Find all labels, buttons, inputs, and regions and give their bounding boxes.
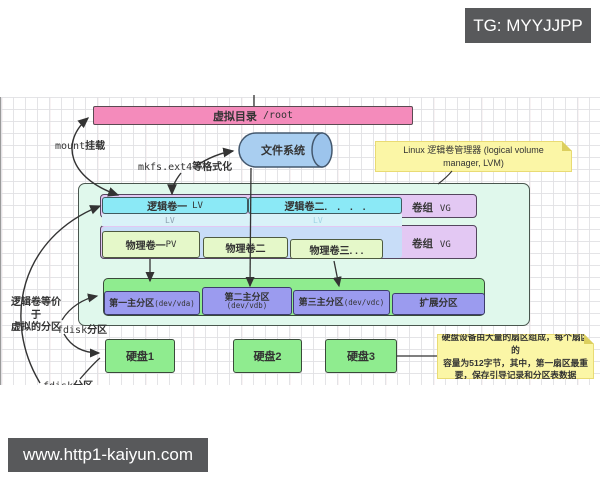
partition-2-box: 第二主分区 (dev/vdb)	[202, 287, 292, 315]
sector-note: 硬盘设备由大量的扇区组成，每个扇区的 容量为512字节，其中，第一扇区最重 要，…	[437, 334, 594, 379]
vg1-label: 卷组 VG	[412, 200, 451, 215]
pv3-cjk: 物理卷三. . .	[309, 245, 364, 257]
disk-2-box: 硬盘2	[233, 339, 302, 373]
pv1-cjk: 物理卷一	[125, 241, 166, 252]
disk-1-label: 硬盘1	[125, 351, 155, 363]
virtual-directory-path: /root	[262, 110, 294, 121]
mount-label: mount挂载	[55, 137, 105, 152]
filesystem-label: 文件系统	[261, 145, 305, 157]
watermark-text: www.http1-kaiyun.com	[22, 445, 194, 464]
watermark-bar: www.http1-kaiyun.com	[8, 438, 208, 472]
partition-1-name: 第一主分区	[109, 297, 155, 308]
fdisk-partition-label: fdisk分区	[57, 321, 107, 336]
mount-code: mount	[55, 141, 86, 152]
partition-2-dev: (dev/vdb)	[226, 300, 268, 310]
disk-2-label: 硬盘2	[253, 351, 282, 363]
fdisk-cjk-bottom: 分区	[73, 381, 93, 385]
lv-equivalence-line1: 逻辑卷等价于	[11, 297, 61, 321]
pv2-cjk: 物理卷二	[225, 244, 266, 255]
mkfs-code: mkfs.ext4	[138, 162, 193, 173]
vg1-label-cjk: 卷组	[412, 202, 433, 214]
sector-note-line3: 要，保存引导记录和分区表数据	[454, 370, 577, 381]
cylinder-shape	[238, 132, 333, 168]
virtual-directory-box: 虚拟目录 /root	[93, 106, 413, 125]
logical-volume-1-box: 逻辑卷一 LV	[102, 197, 248, 214]
mkfs-label: mkfs.ext4等格式化	[138, 158, 232, 173]
disk-3-box: 硬盘3	[325, 339, 397, 373]
sector-note-line1: 硬盘设备由大量的扇区组成，每个扇区的	[441, 332, 590, 355]
partition-4-name: 扩展分区	[419, 297, 458, 309]
lv2-cjk: 逻辑卷二. . . .	[284, 202, 366, 213]
vg2-label-code: VG	[439, 240, 451, 250]
partition-3-name: 第三主分区	[298, 297, 344, 308]
fdisk-code: fdisk	[57, 325, 88, 336]
partition-2-name: 第二主分区	[224, 291, 270, 302]
lvm-note: Linux 逻辑卷管理器 (logical volume manager, LV…	[375, 141, 572, 172]
lv1-cjk: 逻辑卷一	[147, 202, 188, 213]
disk-1-box: 硬盘1	[105, 339, 175, 373]
lv-free-space-strip	[102, 214, 402, 226]
partition-1-dev: (dev/vda)	[154, 298, 195, 308]
sector-note-line2: 容量为512字节，其中，第一扇区最重	[443, 357, 588, 368]
fdisk-code-bottom: fdisk	[43, 381, 73, 385]
logical-volume-2-box: 逻辑卷二. . . .	[248, 197, 402, 214]
lv-equivalence-label: 逻辑卷等价于 虚拟的分区	[8, 297, 64, 335]
lvm-note-line1: Linux 逻辑卷管理器 (logical volume	[403, 145, 544, 156]
lv1-code: LV	[192, 200, 203, 211]
partition-3-box: 第三主分区(dev/vdc)	[293, 290, 390, 315]
pv1-code: PV	[165, 239, 177, 250]
faint-lv-label-right: LV	[313, 216, 323, 225]
sector-note-fold-corner	[584, 334, 594, 344]
mount-cjk: 挂载	[85, 141, 106, 152]
filesystem-cylinder	[238, 129, 338, 171]
tg-badge-text: TG: MYYJJPP	[473, 15, 583, 35]
vg2-label: 卷组 VG	[412, 236, 451, 251]
disk-3-label: 硬盘3	[346, 351, 376, 363]
partition-3-dev: (dev/vdc)	[343, 298, 385, 308]
fdisk-partition-label-bottom: fdisk分区	[43, 377, 93, 385]
lvm-note-line2: manager, LVM)	[443, 157, 504, 168]
virtual-directory-cjk: 虚拟目录	[212, 110, 257, 123]
lv-equivalence-line2: 虚拟的分区	[11, 322, 61, 333]
fdisk-cjk: 分区	[87, 325, 108, 336]
physical-volume-3-box: 物理卷三. . .	[290, 239, 383, 259]
vg1-label-code: VG	[439, 204, 451, 214]
extended-partition-box: 扩展分区	[392, 293, 485, 315]
physical-volume-2-box: 物理卷二	[203, 237, 288, 258]
partition-1-box: 第一主分区(dev/vda)	[104, 291, 200, 315]
faint-lv-label-left: LV	[165, 216, 175, 225]
vg2-label-cjk: 卷组	[412, 238, 433, 250]
tg-badge: TG: MYYJJPP	[465, 8, 591, 43]
mkfs-cjk: 等格式化	[192, 162, 233, 173]
lvm-note-fold-corner	[562, 141, 572, 151]
